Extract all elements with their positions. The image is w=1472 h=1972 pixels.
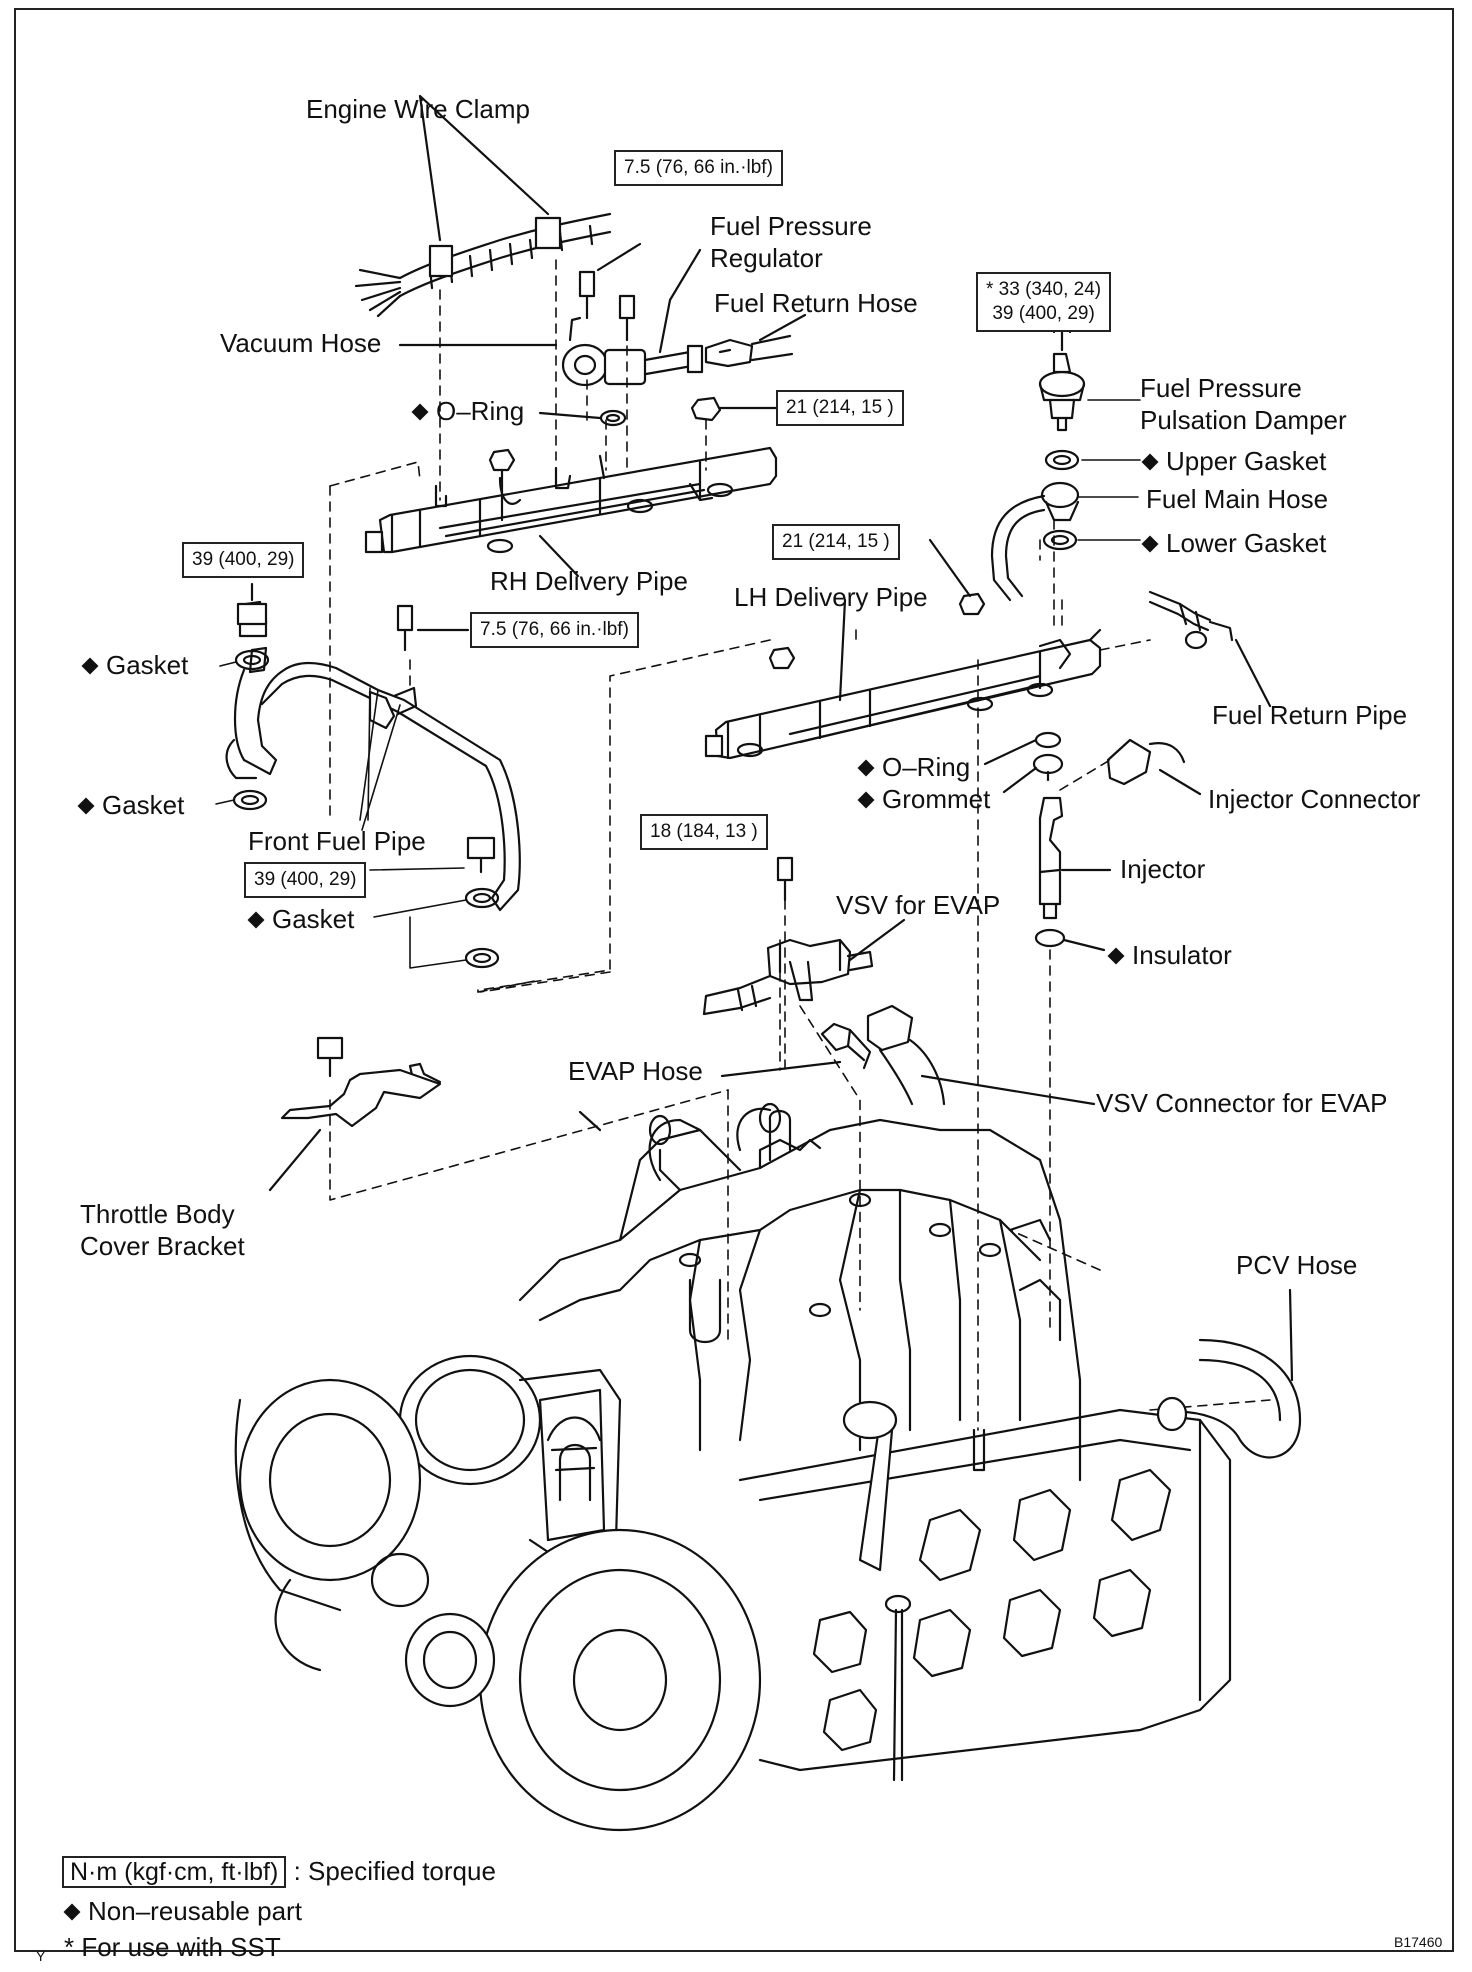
pcv-hose-label: PCV Hose (1236, 1250, 1358, 1280)
legend-torque-desc: : Specified torque (293, 1856, 496, 1886)
injector (1038, 796, 1112, 920)
insulator (1034, 928, 1066, 948)
legend-non-reusable: Non–reusable part (62, 1896, 302, 1926)
non-reusable-diamond-icon (1141, 453, 1159, 471)
front-fuel-pipe (225, 600, 521, 912)
fuel-pressure-regulator (561, 270, 704, 387)
throttle-body-cover-bracket (268, 1036, 442, 1192)
torque-vsv-bolt: 18 (184, 13 ) (640, 814, 768, 850)
fuel-return-pipe-label: Fuel Return Pipe (1212, 700, 1408, 730)
fuel-main-hose-label: Fuel Main Hose (1146, 484, 1329, 514)
upper-gasket (1044, 449, 1080, 471)
non-reusable-diamond-icon (63, 1903, 81, 1921)
lh-delivery-pipe-label: LH Delivery Pipe (734, 582, 928, 612)
o-ring-upper (599, 409, 627, 427)
torque-regulator-bolt: 7.5 (76, 66 in.·lbf) (614, 150, 783, 186)
lower-gasket-label: Lower Gasket (1140, 528, 1326, 558)
injector-label: Injector (1120, 854, 1206, 884)
engine-wire-harness (354, 212, 612, 318)
upper-gasket-label: Upper Gasket (1140, 446, 1326, 476)
evap-hose-label: EVAP Hose (568, 1056, 703, 1086)
figure-code: B17460 (1394, 1934, 1443, 1950)
rh-delivery-pipe-label: RH Delivery Pipe (490, 566, 688, 596)
legend-sst: * For use with SST (64, 1932, 281, 1962)
torque-rh-nut: 21 (214, 15 ) (776, 390, 904, 426)
non-reusable-diamond-icon (1107, 947, 1125, 965)
diagram-frame (14, 8, 1454, 1952)
non-reusable-diamond-icon (247, 911, 265, 929)
non-reusable-diamond-icon (1141, 535, 1159, 553)
gasket-middle (232, 789, 268, 811)
legend-torque: N·m (kgf·cm, ft·lbf) : Specified torque (62, 1856, 496, 1888)
torque-front-pipe-clamp-bolt: 7.5 (76, 66 in.·lbf) (470, 612, 639, 648)
torque-front-pipe-bolt-upper: 39 (400, 29) (182, 542, 305, 578)
torque-lh-nut: 21 (214, 15 ) (772, 524, 900, 560)
engine-block (234, 1102, 1232, 1832)
vsv-for-evap (702, 856, 906, 1016)
lh-delivery-pipe (704, 628, 1102, 760)
legend-torque-unit: N·m (kgf·cm, ft·lbf) (62, 1856, 287, 1888)
non-reusable-diamond-icon (81, 657, 99, 675)
gasket-middle-label: Gasket (76, 790, 184, 820)
fuel-return-pipe (1148, 590, 1272, 708)
fuel-pressure-regulator-label: Fuel Pressure Regulator (710, 211, 872, 273)
vacuum-hose-label: Vacuum Hose (220, 328, 382, 358)
fuel-return-hose-label: Fuel Return Hose (714, 288, 918, 318)
throttle-body-cover-bracket-label: Throttle Body Cover Bracket (80, 1199, 245, 1261)
torque-damper: * 33 (340, 24) 39 (400, 29) (976, 272, 1112, 332)
gasket-upper-label: Gasket (80, 650, 188, 680)
o-ring-lower (1034, 731, 1062, 749)
injector-connector-label: Injector Connector (1208, 784, 1421, 814)
footer-mark: Y (36, 1948, 46, 1964)
fuel-pressure-pulsation-damper-label: Fuel Pressure Pulsation Damper (1140, 373, 1347, 435)
vsv-connector-for-evap-label: VSV Connector for EVAP (1096, 1088, 1388, 1118)
evap-hose (720, 1022, 872, 1078)
o-ring-lower-label: O–Ring (856, 752, 970, 782)
insulator-label: Insulator (1106, 940, 1232, 970)
vsv-for-evap-label: VSV for EVAP (836, 890, 1001, 920)
fuel-return-hose (704, 334, 794, 368)
engine-wire-clamp-label: Engine Wire Clamp (306, 94, 530, 124)
lower-gasket (1042, 529, 1078, 551)
torque-front-pipe-bolt-lower: 39 (400, 29) (244, 862, 367, 898)
non-reusable-diamond-icon (411, 403, 429, 421)
rh-delivery-pipe (364, 446, 778, 554)
non-reusable-diamond-icon (857, 791, 875, 809)
o-ring-upper-label: O–Ring (410, 396, 524, 426)
injector-connector (1106, 738, 1202, 796)
grommet (1032, 753, 1064, 775)
fuel-main-hose (990, 481, 1080, 602)
vsv-connector-for-evap (866, 1004, 1096, 1106)
non-reusable-diamond-icon (77, 797, 95, 815)
pcv-hose (1156, 1288, 1302, 1459)
grommet-label: Grommet (856, 784, 990, 814)
front-fuel-pipe-label: Front Fuel Pipe (248, 826, 426, 856)
gasket-upper (234, 649, 270, 671)
gasket-lower-label: Gasket (246, 904, 354, 934)
non-reusable-diamond-icon (857, 759, 875, 777)
